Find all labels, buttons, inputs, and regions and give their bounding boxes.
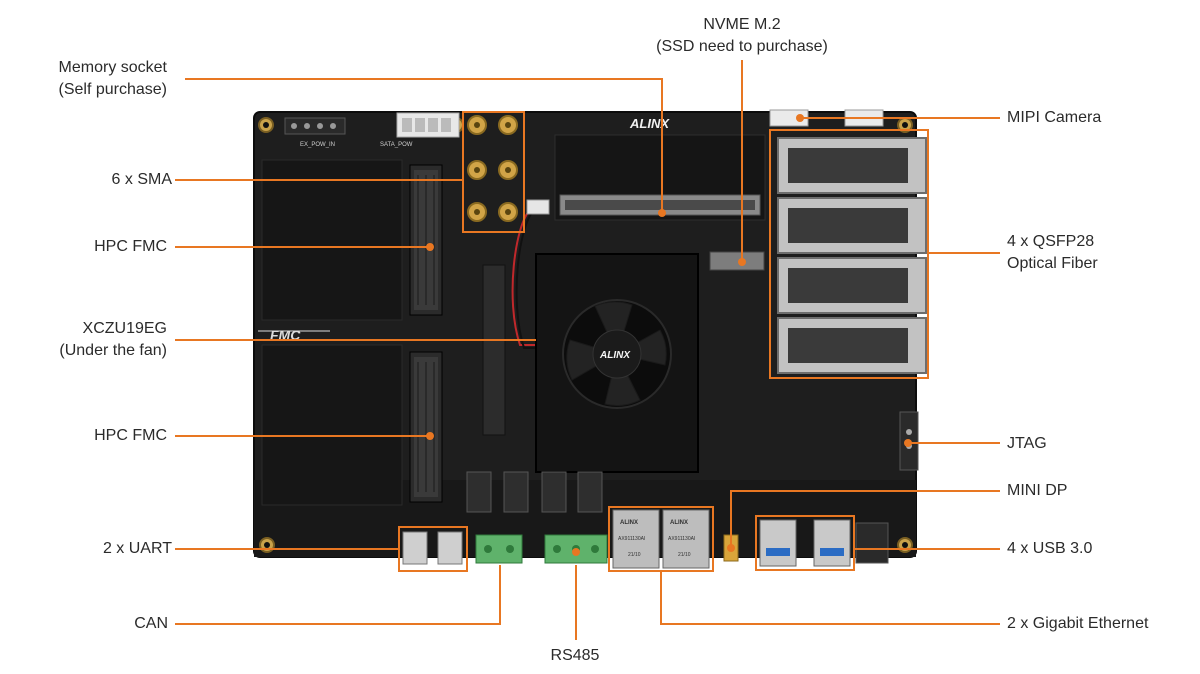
callout-dot-mini-dp: [727, 544, 735, 552]
label-usb: 4 x USB 3.0: [1007, 540, 1093, 557]
label-sma: 6 x SMA: [111, 171, 172, 188]
eth-chip-brand-b: ALINX: [670, 520, 688, 526]
eth-chip-date-a: 21/10: [628, 552, 641, 558]
eth-chip-brand-a: ALINX: [620, 520, 638, 526]
label-ethernet: 2 x Gigabit Ethernet: [1007, 615, 1149, 632]
usb-port: [813, 519, 851, 567]
power-header-silk: EX_POW_IN: [300, 142, 335, 148]
uart-port: [437, 531, 463, 565]
callout-dot-memory-socket: [658, 209, 666, 217]
sma-highlight-box: [462, 111, 525, 233]
callout-line-can: [175, 565, 501, 625]
sata-power-silk: SATA_POW: [380, 142, 413, 148]
can-terminal: [475, 534, 523, 564]
callout-dot-jtag: [904, 439, 912, 447]
callout-line-memory-socket: [185, 78, 663, 213]
label-mini-dp: MINI DP: [1007, 482, 1068, 499]
ethernet-port: [662, 509, 710, 569]
ethernet-port: [612, 509, 660, 569]
label-jtag: JTAG: [1007, 435, 1047, 452]
callout-layer: [175, 60, 1000, 640]
fan-header: [526, 199, 550, 215]
alinx-silkscreen: ALINX: [629, 116, 670, 131]
fan-logo: ALINX: [599, 350, 631, 361]
eth-chip-part-b: AX911130AI: [668, 536, 695, 542]
label-xczu19eg: XCZU19EG (Under the fan): [59, 320, 167, 359]
label-rs485: RS485: [550, 647, 600, 664]
eth-chip-date-b: 21/10: [678, 552, 691, 558]
power-jack: [855, 522, 889, 564]
label-can: CAN: [134, 615, 168, 632]
fmc-area-top: [261, 159, 403, 321]
usb-port: [759, 519, 797, 567]
callout-dot-rs485: [572, 548, 580, 556]
memory-socket: [482, 264, 506, 436]
label-memory-socket: Memory socket (Self purchase): [58, 59, 168, 98]
label-hpc-fmc-bottom: HPC FMC: [94, 427, 167, 444]
callout-dot-hpc-fmc-top: [426, 243, 434, 251]
nvme-slot: [709, 251, 765, 271]
label-mipi: MIPI Camera: [1007, 109, 1102, 126]
label-qsfp28: 4 x QSFP28 Optical Fiber: [1007, 233, 1098, 272]
label-hpc-fmc-top: HPC FMC: [94, 238, 167, 255]
fmc-area-bottom: [261, 344, 403, 506]
callout-dot-mipi: [796, 114, 804, 122]
uart-port: [402, 531, 428, 565]
callout-line-ethernet: [660, 571, 1000, 625]
callout-line-mini-dp: [730, 490, 1000, 548]
usb-highlight-box: [755, 515, 855, 571]
uart-connectors: [402, 531, 463, 565]
usb-ports: [759, 519, 851, 567]
label-nvme: NVME M.2 (SSD need to purchase): [656, 16, 828, 55]
eth-chip-part-a: AX911130AI: [618, 536, 645, 542]
callout-dot-nvme: [738, 258, 746, 266]
callout-dot-hpc-fmc-bottom: [426, 432, 434, 440]
power-input-header: [284, 117, 346, 135]
label-uart: 2 x UART: [102, 540, 172, 557]
ethernet-ports: [612, 509, 710, 569]
